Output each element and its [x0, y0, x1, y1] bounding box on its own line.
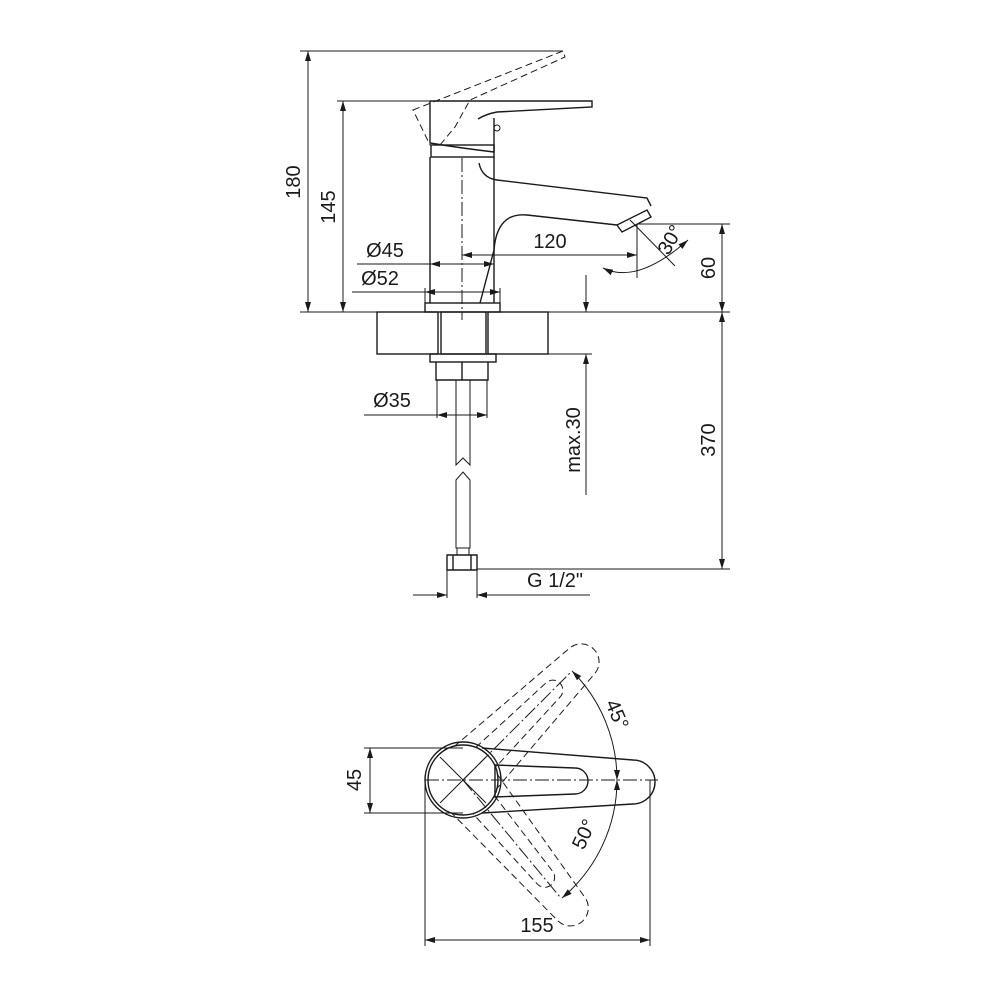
lock-nut	[429, 353, 497, 363]
dim-120-label: 120	[533, 231, 566, 253]
body	[429, 157, 495, 303]
hose-fitting	[446, 554, 478, 571]
handle-pivot	[493, 124, 501, 132]
dim-d35-label: Ø35	[373, 390, 411, 412]
dim-d45-label: Ø45	[366, 240, 404, 262]
handle-raised-ghost	[412, 50, 566, 146]
lever-slot	[494, 764, 589, 798]
collar	[430, 144, 495, 158]
handle	[429, 100, 593, 153]
dim-50deg-label: 50°	[568, 816, 601, 853]
hose-upper	[455, 379, 471, 467]
dim-370-label: 370	[698, 423, 720, 456]
countertop-left	[376, 311, 439, 355]
dim-45deg-label: 45°	[600, 696, 632, 732]
dim-30deg-arc	[602, 239, 689, 276]
hose-lower	[455, 471, 471, 549]
connector	[435, 362, 489, 381]
dim-30deg-label: 30°	[654, 221, 688, 258]
lever-ghost-50	[450, 773, 589, 927]
countertop-right	[487, 311, 549, 355]
dim-50deg-arc	[561, 779, 620, 899]
dim-180-label: 180	[283, 165, 305, 198]
dim-45deg-arc	[571, 670, 621, 781]
dim-145-label: 145	[318, 190, 340, 223]
dim-60-label: 60	[698, 257, 720, 279]
dim-155-label: 155	[520, 915, 553, 937]
spout	[478, 162, 652, 304]
lever	[481, 747, 656, 814]
top-view: 45 155 45° 50°	[344, 643, 658, 946]
aerator	[615, 209, 652, 233]
hose-ferrule	[456, 547, 470, 556]
threaded-shank	[440, 311, 487, 355]
dim-top-45-label: 45	[344, 769, 366, 791]
dim-g12-label: G 1/2"	[527, 570, 583, 592]
dim-d52-label: Ø52	[361, 268, 399, 290]
side-view: 180 145 120 Ø45 Ø52 60 30° max.30 370 Ø3…	[283, 50, 730, 598]
dim-max30-label: max.30	[563, 407, 585, 473]
